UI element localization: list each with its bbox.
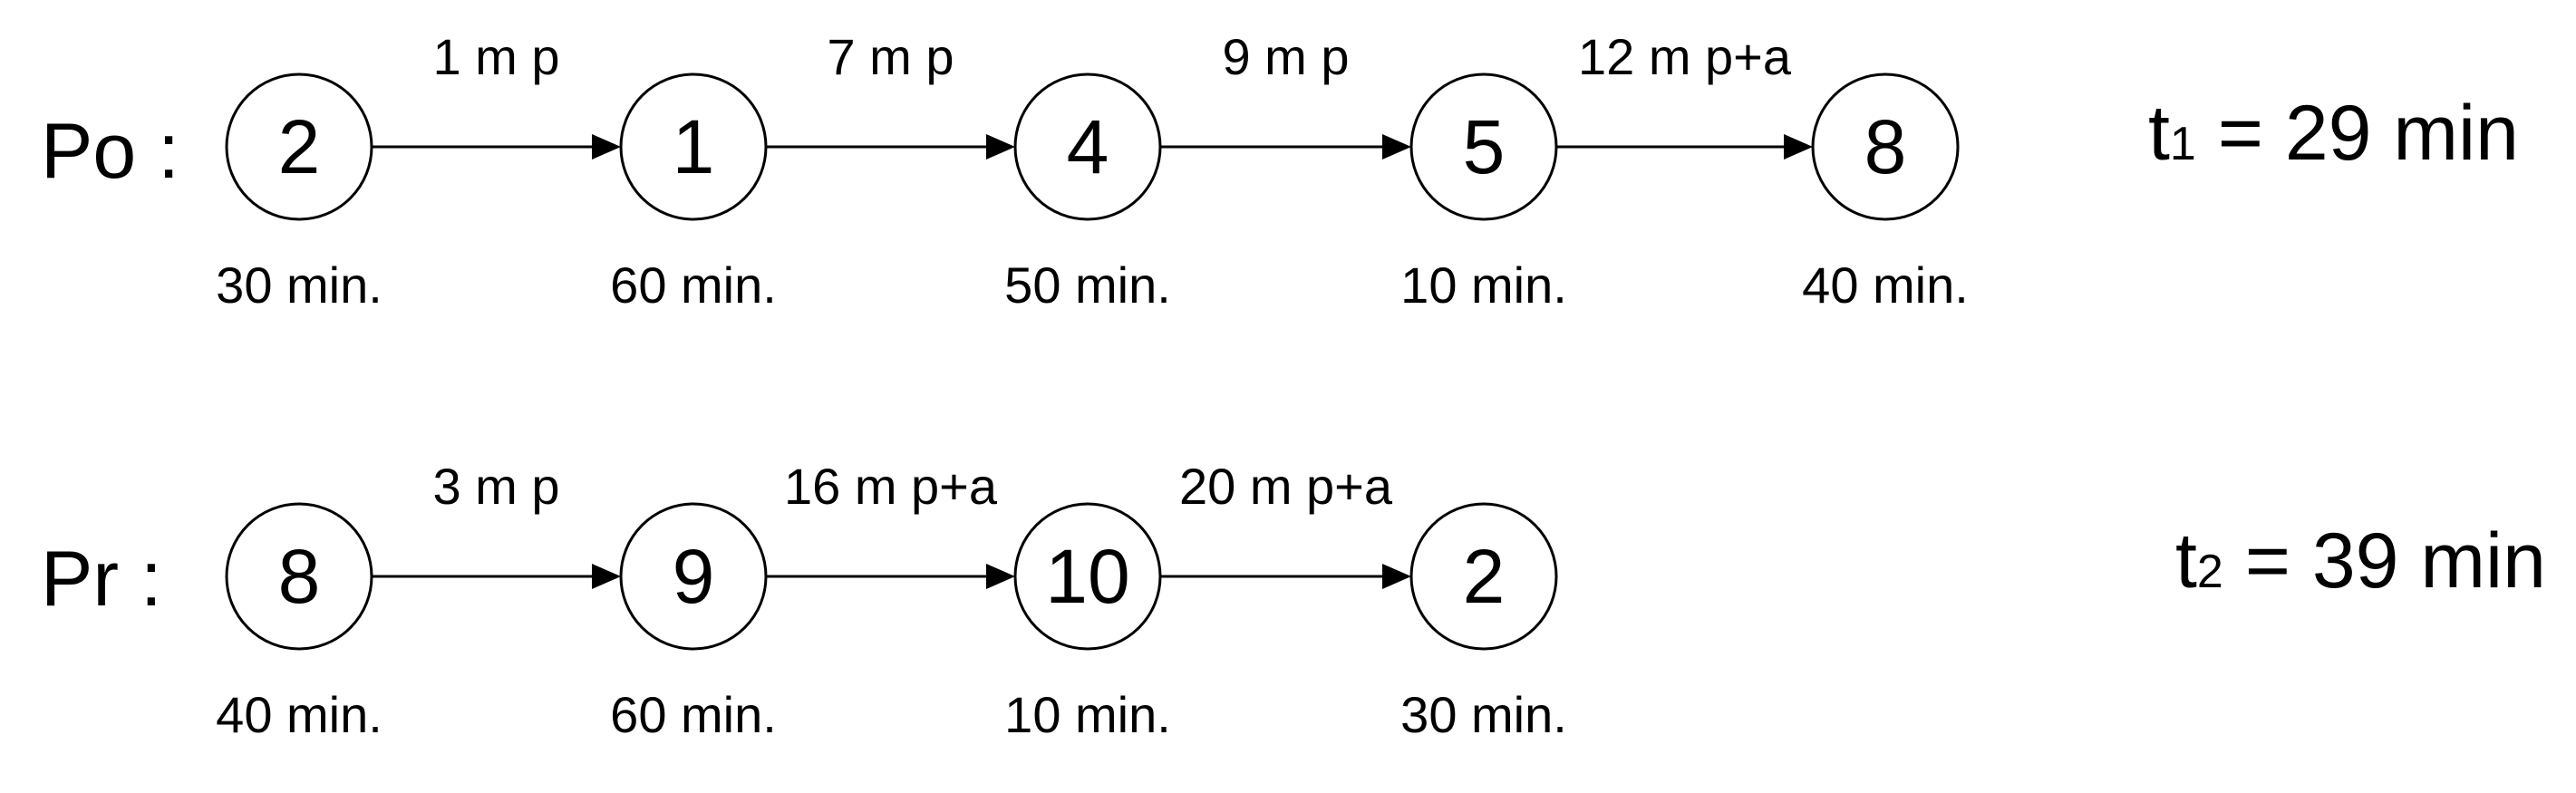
- node-circle: [225, 502, 373, 651]
- node-number: 10: [1045, 534, 1129, 619]
- node-circle: [1409, 73, 1558, 221]
- node-number: 2: [1463, 534, 1506, 619]
- node-time: 40 min.: [1802, 256, 1969, 314]
- node-circle: [1013, 73, 1162, 221]
- node-number: 8: [1864, 104, 1907, 189]
- process-node: 5 10 min.: [1400, 73, 1567, 314]
- process-node: 8 40 min.: [1802, 73, 1969, 314]
- node-circle: [619, 73, 768, 221]
- node-time: 60 min.: [610, 256, 777, 314]
- node-circle: [1811, 73, 1960, 221]
- row-total-pr: t2 = 39 min: [2175, 517, 2546, 604]
- node-time: 30 min.: [1400, 686, 1567, 743]
- node-time: 40 min.: [216, 686, 383, 743]
- process-node: 9 60 min.: [610, 502, 777, 743]
- node-circle: [619, 502, 768, 651]
- edge-label: 12 m p+a: [1578, 28, 1792, 85]
- arrow-head: [1382, 564, 1411, 589]
- node-time: 50 min.: [1004, 256, 1171, 314]
- node-number: 8: [278, 534, 321, 619]
- node-number: 1: [673, 104, 715, 189]
- arrow-head: [1784, 134, 1813, 160]
- arrow-head: [986, 564, 1015, 589]
- process-node: 10 10 min.: [1004, 502, 1171, 743]
- row-label-po: Po :: [41, 108, 179, 195]
- node-time: 10 min.: [1400, 256, 1567, 314]
- process-node: 1 60 min.: [610, 73, 777, 314]
- edge-label: 1 m p: [432, 28, 559, 85]
- node-time: 10 min.: [1004, 686, 1171, 743]
- node-number: 2: [278, 104, 321, 189]
- edge-label: 3 m p: [432, 458, 559, 515]
- row-label-pr: Pr :: [41, 536, 162, 623]
- edge-label: 20 m p+a: [1179, 458, 1393, 515]
- node-number: 5: [1463, 104, 1506, 189]
- edge-label: 7 m p: [827, 28, 954, 85]
- node-number: 4: [1067, 104, 1109, 189]
- arrow-head: [592, 134, 621, 160]
- arrow-head: [592, 564, 621, 589]
- arrow-head: [1382, 134, 1411, 160]
- node-time: 60 min.: [610, 686, 777, 743]
- process-node: 2 30 min.: [1400, 502, 1567, 743]
- process-node: 2 30 min.: [216, 73, 383, 314]
- arrow-head: [986, 134, 1015, 160]
- node-time: 30 min.: [216, 256, 383, 314]
- node-circle: [1013, 502, 1162, 651]
- process-node: 8 40 min.: [216, 502, 383, 743]
- edge-label: 16 m p+a: [784, 458, 998, 515]
- process-node: 4 50 min.: [1004, 73, 1171, 314]
- edge-label: 9 m p: [1222, 28, 1349, 85]
- node-circle: [1409, 502, 1558, 651]
- row-total-po: t1 = 29 min: [2148, 90, 2519, 177]
- node-circle: [225, 73, 373, 221]
- row-flow-po: 1 m p 7 m p 9 m p 12 m p+a 2 30 min. 1 60 min. 4…: [216, 28, 1969, 314]
- node-number: 9: [673, 534, 715, 619]
